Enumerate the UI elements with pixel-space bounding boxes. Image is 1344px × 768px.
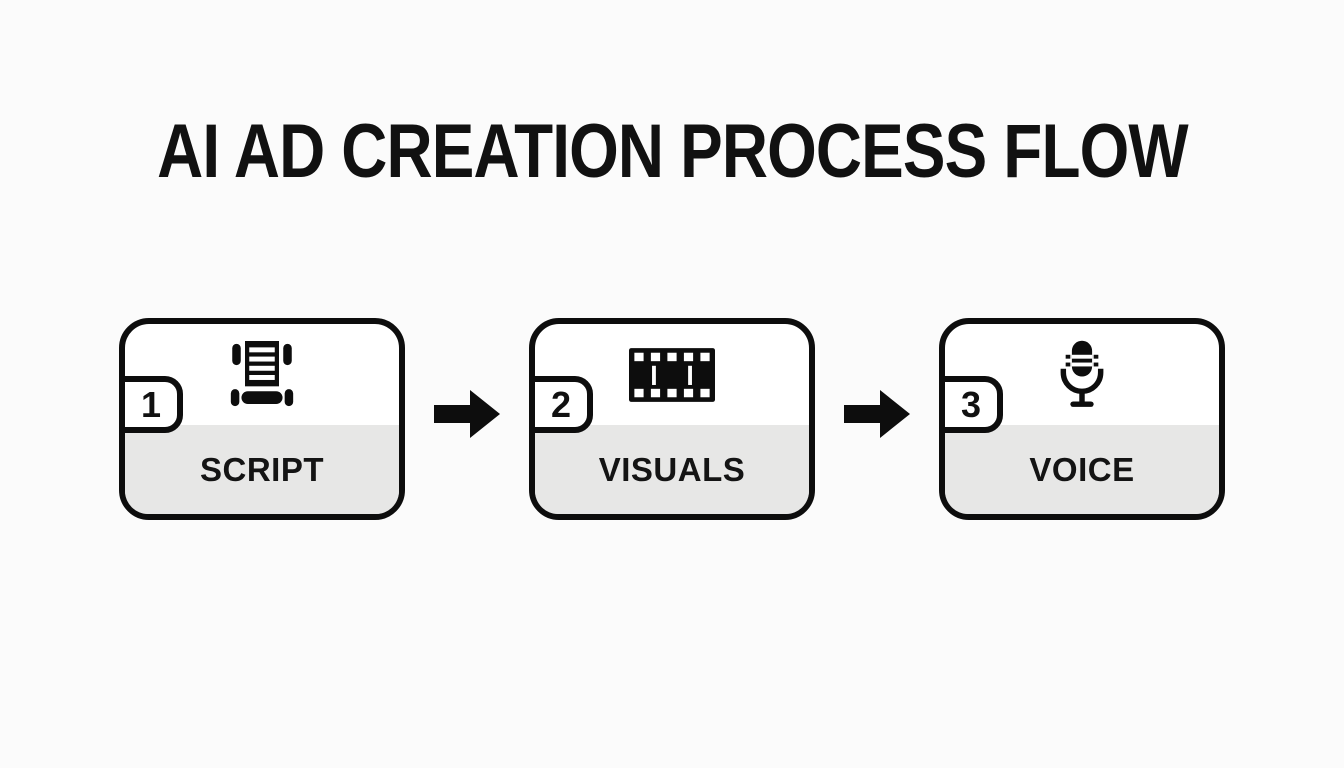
step-number: 3 [960, 383, 982, 425]
page-title-text: AI AD CREATION PROCESS FLOW [156, 109, 1189, 194]
process-flow-row: 1 [0, 318, 1344, 520]
flow-connector [405, 390, 529, 438]
step-card-visuals: 2 [529, 318, 815, 520]
step-number-badge: 1 [119, 376, 183, 433]
arrow-right-icon [844, 390, 910, 438]
step-number-badge: 2 [529, 376, 593, 433]
step-label: SCRIPT [199, 450, 324, 488]
card-label-band: VOICE [945, 425, 1219, 514]
step-number: 1 [140, 383, 162, 425]
card-label-band: VISUALS [535, 425, 809, 514]
page-title: AI AD CREATION PROCESS FLOW [0, 108, 1344, 195]
scroll-icon [226, 341, 298, 409]
filmstrip-icon [629, 347, 715, 403]
step-label: VISUALS [598, 450, 746, 488]
step-number: 2 [550, 383, 572, 425]
step-card-script: 1 [119, 318, 405, 520]
flow-connector [815, 390, 939, 438]
step-label: VOICE [1029, 450, 1135, 488]
step-card-voice: 3 [939, 318, 1225, 520]
card-label-band: SCRIPT [125, 425, 399, 514]
card-icon-area [125, 324, 399, 426]
card-icon-area [535, 324, 809, 426]
card-icon-area [945, 324, 1219, 426]
arrow-right-icon [434, 390, 500, 438]
microphone-icon [1054, 339, 1110, 411]
step-number-badge: 3 [939, 376, 1003, 433]
